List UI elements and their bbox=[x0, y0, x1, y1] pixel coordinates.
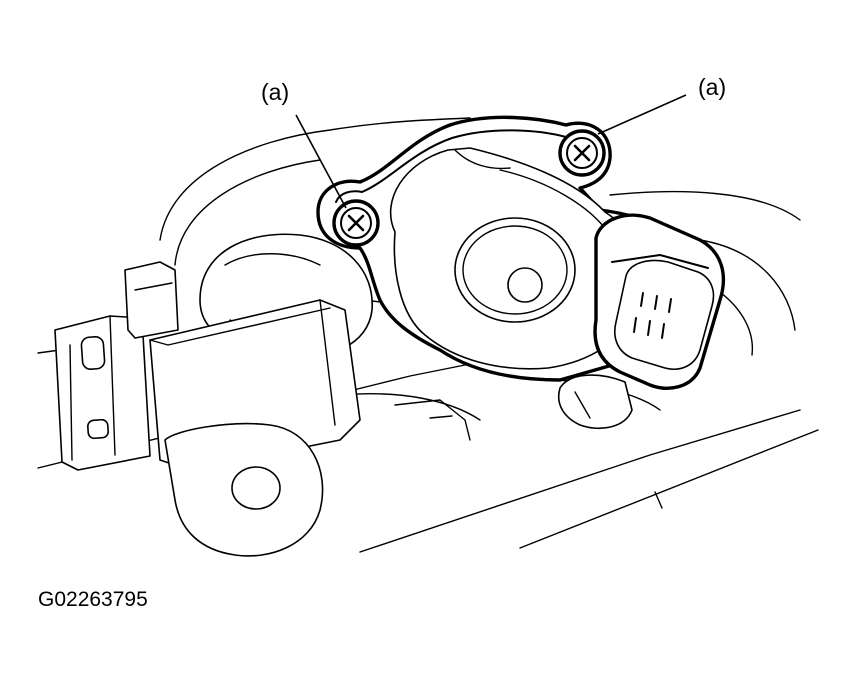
sensor-connector bbox=[558, 213, 725, 430]
leader-line-left bbox=[295, 114, 347, 209]
connector-face bbox=[614, 259, 715, 370]
screw-right bbox=[558, 129, 606, 177]
leader-line-right bbox=[597, 94, 687, 135]
screw-left bbox=[332, 199, 380, 247]
connector-pins bbox=[633, 292, 672, 339]
callout-leaders bbox=[295, 94, 687, 209]
bracket-assembly bbox=[54, 233, 373, 557]
figure-code: G02263795 bbox=[38, 588, 148, 611]
callout-label-right: (a) bbox=[698, 74, 726, 100]
rotor-shaft bbox=[507, 267, 543, 303]
callout-label-left: (a) bbox=[261, 79, 289, 105]
rotor-boss bbox=[454, 217, 576, 323]
connector-latch bbox=[558, 374, 633, 430]
